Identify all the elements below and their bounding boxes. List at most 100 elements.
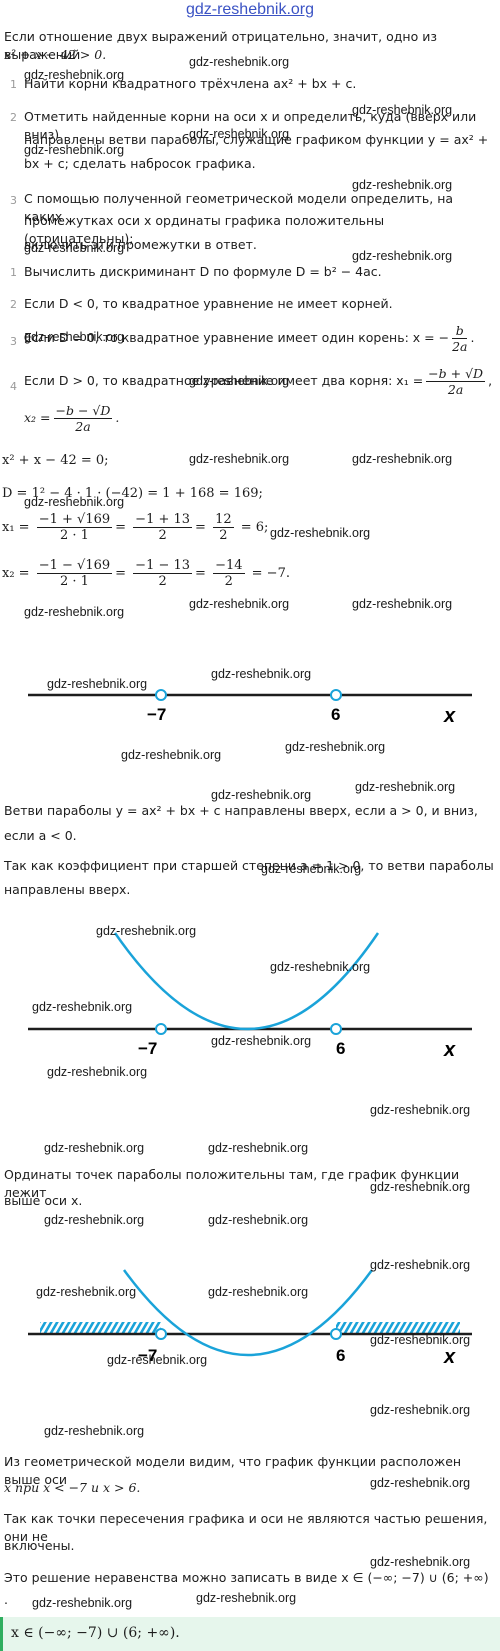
parabola-intervals-figure: −7 6 x [28, 1269, 472, 1368]
watermark: gdz-reshebnik.org [370, 1103, 471, 1117]
fraction-bottom: 2 · 1 [59, 528, 89, 543]
fraction-top: −1 − 13 [133, 558, 193, 574]
para-record-1: Это решение неравенства можно записать в… [4, 1570, 489, 1585]
step-number: 3 [10, 335, 17, 348]
para-coef-2: направлены вверх. [4, 882, 131, 897]
para-points-1: Так как точки пересечения графика и оси … [4, 1511, 488, 1544]
watermark: gdz-reshebnik.org [107, 1353, 208, 1367]
open-point-right [330, 1023, 342, 1035]
watermark: gdz-reshebnik.org [370, 1180, 471, 1194]
fraction-bottom: 2 [158, 574, 167, 589]
watermark: gdz-reshebnik.org [24, 605, 125, 619]
watermark: gdz-reshebnik.org [261, 862, 362, 876]
fraction-top: −1 − √169 [36, 558, 113, 574]
fraction-bottom: 2a [447, 382, 464, 397]
fraction-bottom: 2a [75, 419, 91, 434]
equation: x² + x − 42 = 0; [2, 453, 109, 468]
watermark: gdz-reshebnik.org [24, 68, 125, 82]
watermark: gdz-reshebnik.org [208, 1213, 309, 1227]
step-number: 1 [10, 78, 17, 91]
axis-label-x: x [443, 1346, 456, 1368]
watermark: gdz-reshebnik.org [285, 740, 386, 754]
algo-a-step-1: Найти корни квадратного трёхчлена ax² + … [24, 76, 357, 91]
watermark: gdz-reshebnik.org [370, 1333, 471, 1347]
step-number: 2 [10, 298, 17, 311]
para-model-2: x при x < −7 и x > 6. [4, 1480, 141, 1495]
intro-line-2: x² + x − 42 > 0. [4, 47, 107, 62]
fraction-top: 12 [213, 512, 234, 528]
algo-a-step-3-line-1: С помощью полученной геометрической моде… [24, 191, 454, 224]
watermark: gdz-reshebnik.org [24, 495, 125, 509]
x2-lhs: x₂ = [2, 566, 30, 581]
para-record-2: . [4, 1592, 8, 1607]
algo-b-step-4: Если D > 0, то квадратное уравнение имее… [24, 366, 494, 397]
watermark: gdz-reshebnik.org [352, 178, 453, 192]
fraction-bottom: 2 · 1 [59, 574, 89, 589]
axis-label-x: x [443, 705, 456, 727]
hatched-interval-right [336, 1322, 460, 1333]
watermark: gdz-reshebnik.org [208, 1285, 309, 1299]
watermark: gdz-reshebnik.org [96, 924, 197, 938]
watermark: gdz-reshebnik.org [370, 1403, 471, 1417]
open-point-right [330, 1328, 342, 1340]
watermark: gdz-reshebnik.org [36, 1285, 137, 1299]
watermark: gdz-reshebnik.org [189, 452, 290, 466]
watermark: gdz-reshebnik.org [352, 103, 453, 117]
watermark: gdz-reshebnik.org [211, 788, 312, 802]
open-point-left [155, 689, 167, 701]
para-ordinates-1: Ординаты точек параболы положительны там… [4, 1167, 460, 1200]
algo-b-step-4-text: Если D > 0, то квадратное уравнение имее… [24, 373, 424, 388]
algo-a-step-2-line-1: Отметить найденные корни на оси x и опре… [24, 109, 477, 142]
step-number: 3 [10, 194, 17, 207]
x1-lhs: x₁ = [2, 520, 30, 535]
watermark: gdz-reshebnik.org [370, 1555, 471, 1569]
root-label-left: −7 [138, 1346, 157, 1365]
algo-a-step-3-line-2: промежутках оси x ординаты графика полож… [24, 213, 385, 246]
watermark: gdz-reshebnik.org [370, 1258, 471, 1272]
para-points-2: включены. [4, 1538, 75, 1553]
step-number: 1 [10, 266, 17, 279]
algo-a-step-3-line-3: включить эти промежутки в ответ. [24, 237, 257, 252]
root-label-left: −7 [138, 1039, 157, 1058]
watermark: gdz-reshebnik.org [189, 597, 290, 611]
watermark: gdz-reshebnik.org [352, 249, 453, 263]
intro-line-1: Если отношение двух выражений отрицатель… [4, 29, 437, 62]
para-branches-2: если a < 0. [4, 828, 77, 843]
watermark: gdz-reshebnik.org [352, 597, 453, 611]
watermark: gdz-reshebnik.org [270, 960, 371, 974]
parabola-curve [113, 932, 380, 1031]
watermark: gdz-reshebnik.org [44, 1424, 145, 1438]
fraction-top: −b + √D [426, 366, 486, 382]
root-label-left: −7 [147, 705, 166, 724]
open-point-right [330, 689, 342, 701]
fraction-top: b [452, 323, 468, 339]
x1-result: = 6; [240, 520, 269, 535]
watermark: gdz-reshebnik.org [370, 1476, 471, 1490]
watermark: gdz-reshebnik.org [24, 143, 125, 157]
watermark: gdz-reshebnik.org [189, 127, 290, 141]
algo-b-step-3-tail: . [470, 330, 475, 345]
fraction-bottom: 2 [224, 574, 233, 589]
site-header-link[interactable]: gdz-reshebnik.org [185, 1, 315, 18]
x2-result: = −7. [251, 566, 290, 581]
algo-b-step-3: Если D = 0, то квадратное уравнение имее… [24, 323, 494, 354]
algo-b-step-1: Вычислить дискриминант D по формуле D = … [24, 264, 382, 279]
watermark: gdz-reshebnik.org [355, 780, 456, 794]
algo-b-step-3-text: Если D = 0, то квадратное уравнение имее… [24, 330, 450, 345]
fraction-bottom: 2 [158, 528, 167, 543]
watermark: gdz-reshebnik.org [24, 241, 125, 255]
parabola-figure: −7 6 x [28, 932, 472, 1061]
watermark: gdz-reshebnik.org [32, 1596, 133, 1610]
algo-b-step-4-tail: , [488, 373, 493, 388]
watermark: gdz-reshebnik.org [270, 526, 371, 540]
root-label-right: 6 [331, 705, 340, 724]
watermark: gdz-reshebnik.org [32, 1000, 133, 1014]
algo-a-step-2-line-3: bx + c; сделать набросок графика. [24, 156, 256, 171]
parabola-curve [122, 1269, 374, 1357]
